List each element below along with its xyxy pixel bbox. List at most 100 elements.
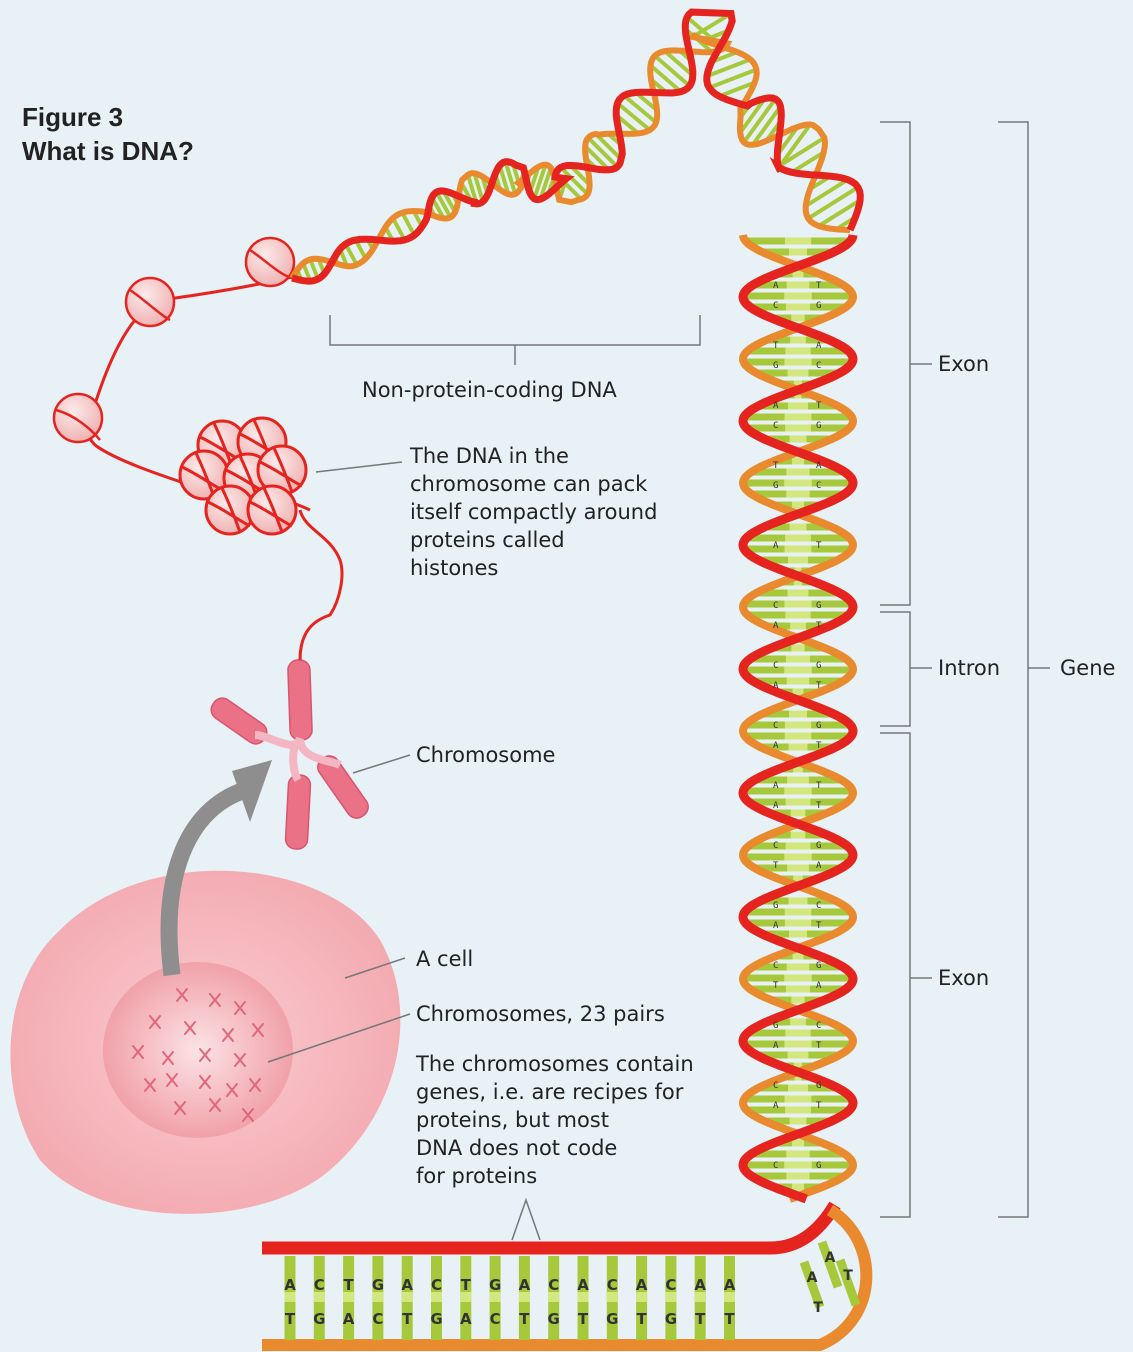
helix-base-letter: T bbox=[816, 801, 822, 811]
helix-base-letter: C bbox=[816, 1021, 821, 1031]
helix-base-letter: T bbox=[773, 981, 779, 991]
top-base-letter: C bbox=[607, 1276, 618, 1294]
helix-base-letter: C bbox=[773, 601, 778, 611]
base-pair-rung bbox=[437, 192, 451, 217]
helix-base-letter: G bbox=[773, 1021, 778, 1031]
helix-base-letter: A bbox=[773, 281, 779, 291]
bottom-base-letter: G bbox=[548, 1310, 560, 1328]
top-base-letter: C bbox=[314, 1276, 325, 1294]
top-base-letter: G bbox=[489, 1276, 501, 1294]
helix-base-letter: G bbox=[816, 961, 821, 971]
helix-base-letter: C bbox=[773, 841, 778, 851]
helix-base-letter: A bbox=[773, 401, 779, 411]
top-base-letter: A bbox=[724, 1276, 736, 1294]
histones-label: The DNA in the chromosome can pack itsel… bbox=[410, 442, 657, 582]
helix-base-letter: T bbox=[773, 461, 779, 471]
helix-base-letter: G bbox=[816, 661, 821, 671]
helix-base-letter: G bbox=[816, 1161, 821, 1171]
helix-base-letter: C bbox=[773, 961, 778, 971]
gene-label: Gene bbox=[1060, 654, 1115, 682]
unzipped-red-strand bbox=[262, 1205, 835, 1248]
bottom-base-letter: T bbox=[578, 1310, 589, 1328]
base-pair-rung bbox=[624, 96, 656, 123]
top-base-letter: C bbox=[548, 1276, 559, 1294]
helix-base-letter: T bbox=[816, 781, 822, 791]
helix-base-letter: G bbox=[773, 361, 778, 371]
chromosome-label: Chromosome bbox=[416, 741, 555, 769]
helix-base-letter: T bbox=[816, 281, 822, 291]
helix-base-letter: A bbox=[773, 921, 779, 931]
base-pair-rung bbox=[402, 213, 414, 236]
helix-base-letter: A bbox=[816, 461, 822, 471]
top-base-letter: C bbox=[665, 1276, 676, 1294]
helix-base-letter: G bbox=[773, 481, 778, 491]
top-base-letter: A bbox=[694, 1276, 706, 1294]
helix-base-letter: T bbox=[816, 1101, 822, 1111]
bottom-base-letter: G bbox=[665, 1310, 677, 1328]
top-base-letter: T bbox=[461, 1276, 472, 1294]
genes-note-label: The chromosomes contain genes, i.e. are … bbox=[416, 1050, 694, 1190]
figure-title: Figure 3 What is DNA? bbox=[22, 100, 194, 168]
base-pair-rung bbox=[618, 103, 650, 130]
helix-base-letter: A bbox=[773, 781, 779, 791]
bottom-base-letter: T bbox=[695, 1310, 706, 1328]
helix-base-letter: T bbox=[816, 621, 822, 631]
top-base-letter: A bbox=[636, 1276, 648, 1294]
helix-base-letter: A bbox=[773, 541, 779, 551]
helix-base-letter: T bbox=[816, 741, 822, 751]
helix-base-letter: A bbox=[773, 681, 779, 691]
helix-base-letter: T bbox=[816, 681, 822, 691]
curve-base-letter: A bbox=[807, 1270, 818, 1286]
bottom-base-letter: G bbox=[430, 1310, 442, 1328]
top-base-letter: A bbox=[577, 1276, 589, 1294]
exon-bottom-label: Exon bbox=[938, 964, 989, 992]
helix-base-letter: A bbox=[773, 1101, 779, 1111]
curve-base-letter: T bbox=[843, 1268, 853, 1284]
helix-base-letter: A bbox=[773, 741, 779, 751]
bottom-base-letter: C bbox=[490, 1310, 501, 1328]
helix-base-letter: G bbox=[773, 901, 778, 911]
bottom-base-letter: T bbox=[724, 1310, 735, 1328]
pairs-label: Chromosomes, 23 pairs bbox=[416, 1000, 665, 1028]
bottom-base-letter: G bbox=[313, 1310, 325, 1328]
figure-question: What is DNA? bbox=[22, 134, 194, 168]
cell-nucleus bbox=[103, 962, 293, 1138]
helix-base-letter: T bbox=[816, 401, 822, 411]
top-base-letter: A bbox=[401, 1276, 413, 1294]
helix-base-letter: T bbox=[773, 341, 779, 351]
helix-base-letter: A bbox=[773, 801, 779, 811]
top-base-letter: G bbox=[372, 1276, 384, 1294]
unzipped-strand: ATCGTAGCATCGTAGCATCGATCGATCGATATAATT bbox=[262, 1205, 866, 1345]
histone-cluster bbox=[180, 418, 306, 534]
helix-base-letter: T bbox=[816, 921, 822, 931]
helix-base-letter: C bbox=[773, 661, 778, 671]
bottom-base-letter: T bbox=[519, 1310, 530, 1328]
bottom-base-letter: T bbox=[636, 1310, 647, 1328]
helix-base-letter: G bbox=[816, 721, 821, 731]
helix-base-letter: G bbox=[816, 1081, 821, 1091]
helix-base-letter: A bbox=[773, 1041, 779, 1051]
base-pair-rung bbox=[393, 218, 405, 240]
helix-base-letter: T bbox=[773, 861, 779, 871]
top-base-letter: A bbox=[519, 1276, 531, 1294]
top-base-letter: C bbox=[431, 1276, 442, 1294]
bottom-base-letter: T bbox=[285, 1310, 296, 1328]
helix-base-letter: G bbox=[816, 841, 821, 851]
exon-top-label: Exon bbox=[938, 350, 989, 378]
helix-base-letter: A bbox=[816, 341, 822, 351]
helix-base-letter: G bbox=[816, 421, 821, 431]
bottom-base-letter: A bbox=[343, 1310, 355, 1328]
helix-base-letter: C bbox=[773, 421, 778, 431]
helix-base-letter: G bbox=[816, 601, 821, 611]
cell-label: A cell bbox=[416, 945, 473, 973]
helix-base-letter: A bbox=[773, 621, 779, 631]
helix-base-letter: G bbox=[816, 301, 821, 311]
helix-base-letter: A bbox=[816, 861, 822, 871]
intron-label: Intron bbox=[938, 654, 1000, 682]
curve-base-letter: A bbox=[825, 1250, 836, 1266]
bottom-base-letter: A bbox=[460, 1310, 472, 1328]
bottom-base-letter: G bbox=[606, 1310, 618, 1328]
helix-base-letter: C bbox=[773, 301, 778, 311]
single-histones bbox=[54, 238, 294, 442]
helix-base-letter: C bbox=[816, 481, 821, 491]
